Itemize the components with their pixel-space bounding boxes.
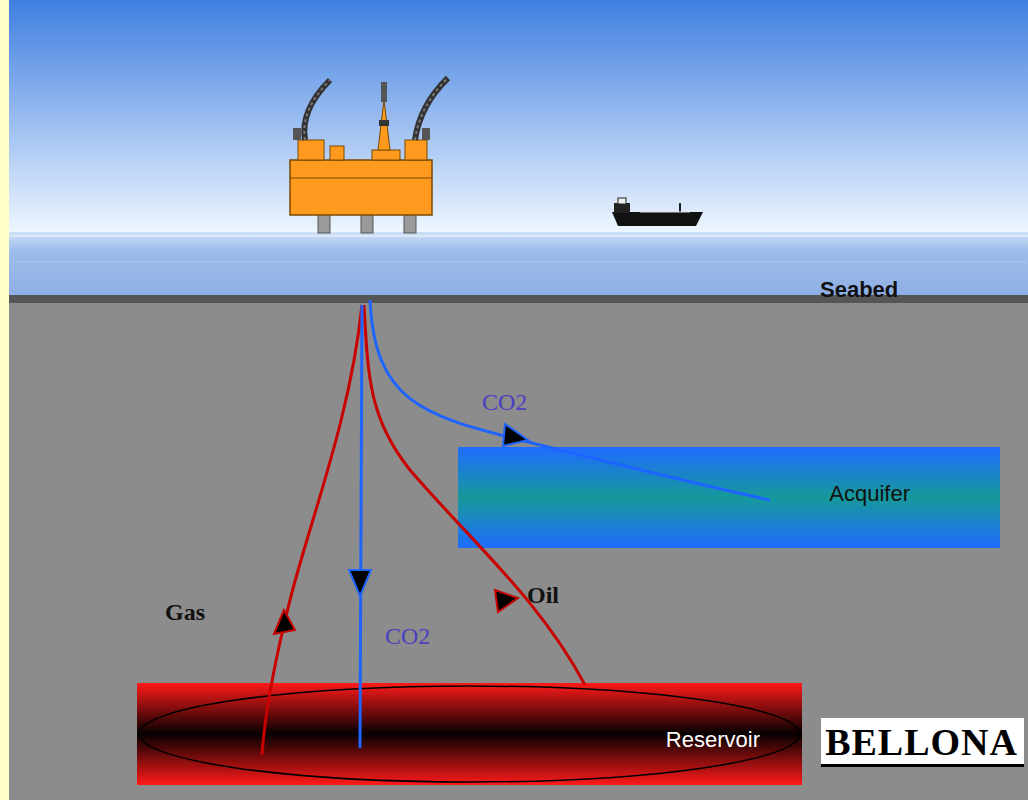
co2-injection-well (360, 305, 362, 748)
co2-label: CO2 (385, 623, 430, 650)
reservoir-band: Reservoir (137, 683, 802, 785)
seabed-label: Seabed (820, 277, 898, 303)
ground (0, 303, 1028, 800)
ship (612, 198, 703, 226)
gas-label: Gas (165, 599, 205, 626)
oil-label: Oil (527, 582, 559, 609)
acquifer-fill (458, 447, 1000, 548)
bellona-logo: BELLONA (821, 718, 1024, 767)
edge-strip (0, 0, 9, 800)
co2-acquifer-arrow (503, 424, 528, 446)
sky (0, 0, 1028, 232)
co2-arrow (349, 570, 371, 596)
oil-platform (290, 78, 448, 233)
gas-arrow (274, 610, 295, 634)
co2-label: CO2 (482, 389, 527, 416)
node-label: Acquifer (829, 481, 910, 507)
oil-arrow (495, 590, 518, 612)
acquifer-box: Acquifer (458, 447, 1000, 548)
node-label: Reservoir (666, 727, 760, 753)
